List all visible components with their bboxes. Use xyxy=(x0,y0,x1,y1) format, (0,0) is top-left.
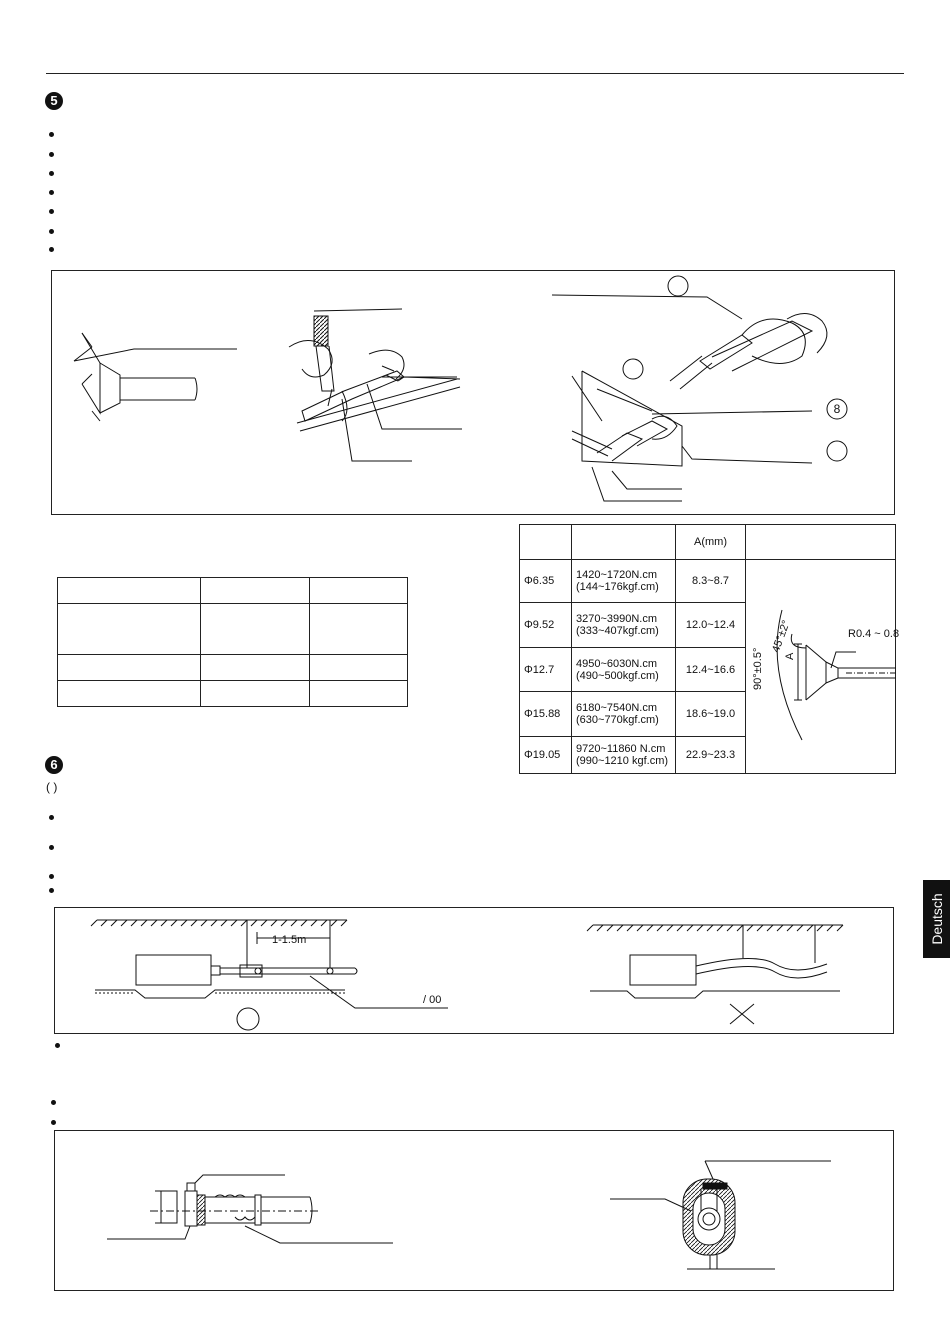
insulated-pipe-section-icon xyxy=(610,1160,831,1270)
spec-table xyxy=(57,577,408,707)
row-a: 22.9~23.3 xyxy=(675,736,746,774)
bullet xyxy=(51,1100,56,1105)
row-a: 8.3~8.7 xyxy=(675,559,746,603)
language-tab-label: Deutsch xyxy=(928,893,945,945)
row-torque: 6180~7540N.cm(630~770kgf.cm) xyxy=(571,691,676,737)
bullet xyxy=(49,132,54,137)
row-torque: 4950~6030N.cm(490~500kgf.cm) xyxy=(571,647,676,692)
flare-dim-a-label: A xyxy=(784,652,796,660)
bullet xyxy=(49,152,54,157)
pipe-connection-icon xyxy=(551,275,848,502)
callout-8-label: 8 xyxy=(833,402,841,416)
section6-subtitle: ( ) xyxy=(46,780,58,794)
flare-diagram-cell: R0.4 ~ 0.8 90°±0.5° 45°±2° A xyxy=(745,559,900,774)
figure-insulation xyxy=(54,1130,894,1291)
bullet xyxy=(49,874,54,879)
step-5-marker: 5 xyxy=(45,92,63,110)
row-dia: Φ9.52 xyxy=(519,602,572,648)
flare-connection-drawing xyxy=(73,275,848,502)
bullet xyxy=(51,1120,56,1125)
bullet xyxy=(49,845,54,850)
row-a: 12.0~12.4 xyxy=(675,602,746,648)
row-torque: 9720~11860 N.cm(990~1210 kgf.cm) xyxy=(571,736,676,774)
ceiling-hatch-left xyxy=(90,919,348,927)
insulation-drawing xyxy=(107,1160,831,1270)
flare-nut-icon xyxy=(73,332,237,422)
row-torque: 1420~1720N.cm(144~176kgf.cm) xyxy=(571,559,676,603)
bullet xyxy=(49,247,54,252)
hanging-note-label: / 00 xyxy=(423,994,442,1006)
flare-angle-label: 90°±0.5° xyxy=(752,647,764,690)
bullet xyxy=(49,209,54,214)
header-a: A(mm) xyxy=(675,524,746,560)
row-dia: Φ6.35 xyxy=(519,559,572,603)
bullet xyxy=(49,190,54,195)
hanging-spacing-label: 1-1.5m xyxy=(272,934,307,946)
pipe-hanging-drawing xyxy=(90,919,844,1031)
header-rule xyxy=(46,73,904,74)
bullet xyxy=(49,171,54,176)
bullet xyxy=(49,888,54,893)
row-a: 18.6~19.0 xyxy=(675,691,746,737)
row-dia: Φ12.7 xyxy=(519,647,572,692)
spec-table-grid xyxy=(57,577,408,707)
wrench-hands-icon xyxy=(288,308,462,462)
step-6-marker: 6 xyxy=(45,756,63,774)
figure-pipe-hanging: 1-1.5m / 00 xyxy=(54,907,894,1034)
torque-table: A(mm) Φ6.35 1420~1720N.cm(144~176kgf.cm)… xyxy=(519,524,900,774)
row-a: 12.4~16.6 xyxy=(675,647,746,692)
figure-flare-connection: 8 xyxy=(51,270,895,515)
row-dia: Φ15.88 xyxy=(519,691,572,737)
language-tab[interactable]: Deutsch xyxy=(923,880,950,958)
bullet xyxy=(49,815,54,820)
torque-table-grid: A(mm) Φ6.35 1420~1720N.cm(144~176kgf.cm)… xyxy=(519,524,900,774)
bullet xyxy=(49,229,54,234)
pipe-joint-icon xyxy=(107,1174,393,1244)
flare-angle-icon xyxy=(776,609,896,741)
ceiling-hatch-right xyxy=(586,924,844,932)
row-torque: 3270~3990N.cm(333~407kgf.cm) xyxy=(571,602,676,648)
row-dia: Φ19.05 xyxy=(519,736,572,774)
flare-radius-label: R0.4 ~ 0.8 xyxy=(848,628,900,640)
bullet xyxy=(55,1043,60,1048)
